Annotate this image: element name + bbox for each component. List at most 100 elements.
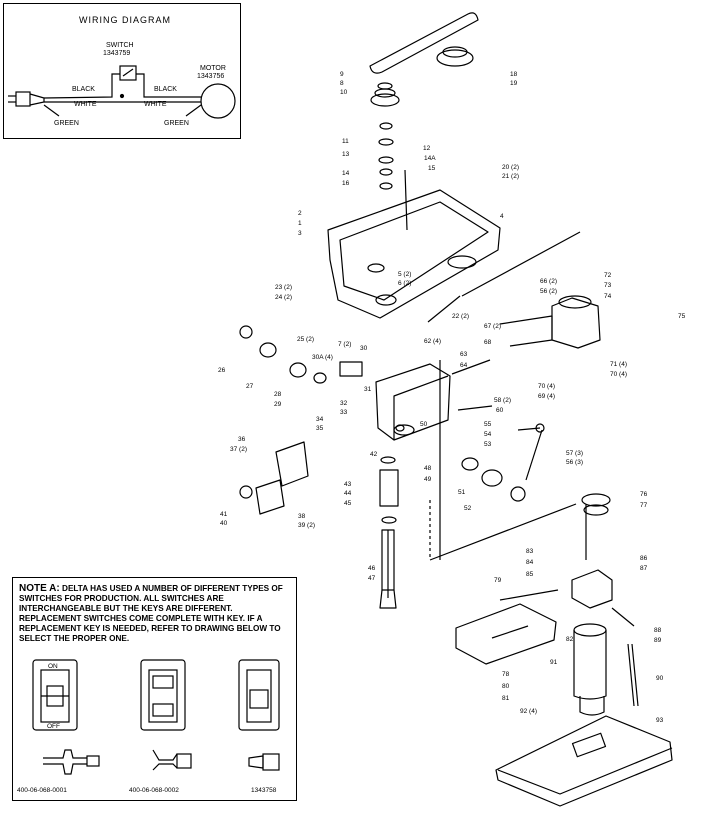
wiring-diagram-title: WIRING DIAGRAM: [79, 15, 171, 25]
note-a-text: NOTE A: DELTA HAS USED A NUMBER OF DIFFE…: [19, 584, 291, 644]
part-label: 80: [502, 683, 510, 690]
part-label: 93: [656, 717, 664, 724]
part-label: 39 (2): [298, 522, 315, 529]
part-label: 24 (2): [275, 294, 292, 301]
part-label: 15: [428, 165, 436, 172]
part-label: 68: [484, 339, 492, 346]
part-label: 40: [220, 520, 228, 527]
part-label: 57 (3): [566, 450, 583, 457]
black-wire-left-label: BLACK: [72, 86, 95, 93]
part-label: 8: [340, 80, 344, 87]
part-label: 2: [298, 210, 302, 217]
part-label: 42: [370, 451, 378, 458]
part-label: 20 (2): [502, 164, 519, 171]
part-label: 85: [526, 571, 534, 578]
part-label: 44: [344, 490, 352, 497]
part-label: 56 (2): [540, 288, 557, 295]
part-label: 67 (2): [484, 323, 501, 330]
part-label: 36: [238, 436, 246, 443]
belt: [369, 12, 479, 74]
part-label: 62 (4): [424, 338, 441, 345]
part-label: 3: [298, 230, 302, 237]
part-label: 12: [423, 145, 431, 152]
motor-label: MOTOR: [200, 65, 226, 72]
part-label: 90: [656, 675, 664, 682]
wiring-diagram-lines: [8, 65, 236, 119]
part-label: 30A (4): [312, 354, 333, 361]
part-label: 91: [550, 659, 558, 666]
green-wire-left-label: GREEN: [54, 120, 79, 127]
white-wire-left-label: WHITE: [74, 101, 97, 108]
part-label: 29: [274, 401, 282, 408]
part-label: 27: [246, 383, 254, 390]
part-label: 92 (4): [520, 708, 537, 715]
part-label: 81: [502, 695, 510, 702]
part-label: 37 (2): [230, 446, 247, 453]
belt-guard: [327, 189, 501, 319]
switch-label: SWITCH: [106, 42, 134, 49]
wiring-diagram: WIRING DIAGRAM SWITCH 1343759 MOTOR 1343…: [3, 3, 241, 139]
table-bracket: [571, 569, 613, 609]
part-label: 71 (4): [610, 361, 627, 368]
part-label: 55: [484, 421, 492, 428]
column: [573, 630, 607, 700]
part-label: 56 (3): [566, 459, 583, 466]
base: [495, 715, 673, 807]
part-label: 33: [340, 409, 348, 416]
part-label: 45: [344, 500, 352, 507]
key-part-3: 1343758: [251, 787, 277, 794]
switch-part-number: 1343759: [103, 50, 131, 57]
part-label: 38: [298, 513, 306, 520]
note-a-box: NOTE A: DELTA HAS USED A NUMBER OF DIFFE…: [12, 577, 297, 801]
part-label: 5 (2): [398, 271, 412, 278]
part-label: 43: [344, 481, 352, 488]
part-label: 6 (2): [398, 280, 412, 287]
part-label: 66 (2): [540, 278, 557, 285]
motor: [551, 297, 601, 349]
note-a-heading: NOTE A:: [19, 583, 60, 594]
key-part-2: 400-06-068-0002: [129, 787, 179, 794]
part-label: 79: [494, 577, 502, 584]
part-label: 72: [604, 272, 612, 279]
part-label: 26: [218, 367, 226, 374]
part-label: 32: [340, 400, 348, 407]
part-label: 31: [364, 386, 372, 393]
green-wire-right-label: GREEN: [164, 120, 189, 127]
white-wire-right-label: WHITE: [144, 101, 167, 108]
part-label: 69 (4): [538, 393, 555, 400]
part-label: 78: [502, 671, 510, 678]
switch-on-label: ON: [48, 663, 58, 670]
part-label: 16: [342, 180, 350, 187]
part-label: 1: [298, 220, 302, 227]
part-label: 23 (2): [275, 284, 292, 291]
part-label: 87: [640, 565, 648, 572]
part-label: 22 (2): [452, 313, 469, 320]
part-label: 77: [640, 502, 648, 509]
part-label: 4: [500, 213, 504, 220]
part-label: 18: [510, 71, 518, 78]
part-label: 63: [460, 351, 468, 358]
part-label: 46: [368, 565, 376, 572]
motor-pulley: [370, 93, 400, 107]
head-casting: [375, 363, 451, 441]
switch-off-label: OFF: [47, 723, 60, 730]
black-wire-right-label: BLACK: [154, 86, 177, 93]
part-label: 34: [316, 416, 324, 423]
part-label: 74: [604, 293, 612, 300]
part-label: 47: [368, 575, 376, 582]
part-label: 14: [342, 170, 350, 177]
part-label: 84: [526, 559, 534, 566]
part-label: 19: [510, 80, 518, 87]
part-label: 50: [420, 421, 428, 428]
key-part-1: 400-06-068-0001: [17, 787, 67, 794]
spindle-pulley: [436, 49, 474, 67]
part-label: 52: [464, 505, 472, 512]
part-label: 89: [654, 637, 662, 644]
work-table: [455, 603, 557, 665]
motor-part-number: 1343756: [197, 73, 225, 80]
part-label: 35: [316, 425, 324, 432]
part-label: 49: [424, 476, 432, 483]
part-label: 53: [484, 441, 492, 448]
part-label: 82: [566, 636, 574, 643]
